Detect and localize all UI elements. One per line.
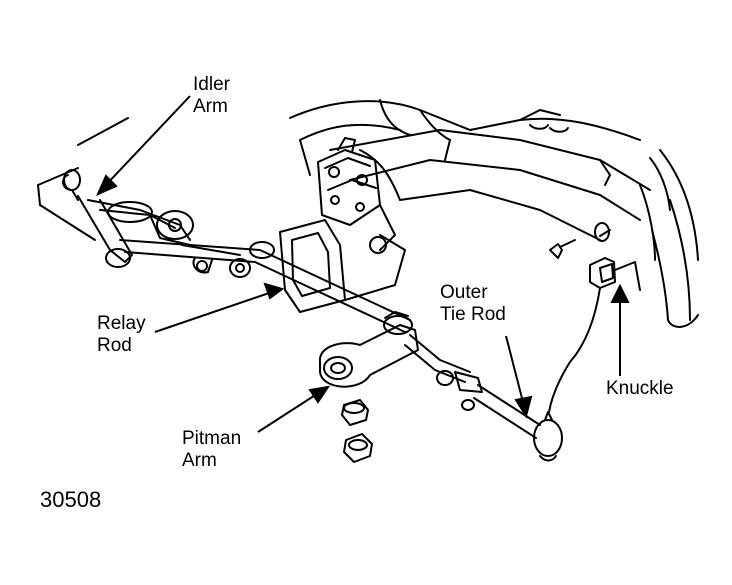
frame-crossmember (289, 99, 651, 241)
label-relay-rod: Relay Rod (97, 313, 146, 357)
label-relay-rod-line2: Rod (97, 335, 132, 356)
figure-number: 30508 (40, 487, 102, 512)
idler-arm-arrowhead (96, 174, 118, 196)
relay-rod-leader (154, 291, 273, 333)
label-relay-rod-line1: Relay (97, 313, 146, 334)
label-outer-tie-rod-line1: Outer (440, 282, 488, 303)
pitman-nut (341, 399, 373, 463)
pitman-arm-leader (257, 391, 321, 433)
frame-rail-left (37, 117, 129, 241)
pitman-arm-arrowhead (308, 385, 331, 404)
label-idler-arm-line2: Arm (193, 96, 228, 117)
label-outer-tie-rod-line2: Tie Rod (440, 304, 506, 325)
label-pitman-arm-line1: Pitman (182, 428, 242, 449)
label-knuckle: Knuckle (606, 378, 674, 400)
inner-tie-rod (404, 334, 483, 411)
knuckle-arrowhead (610, 283, 630, 303)
steering-gear (317, 137, 396, 251)
label-outer-tie-rod: Outer Tie Rod (440, 282, 506, 326)
relay-rod-arrowhead (263, 282, 285, 300)
relay-rod (119, 239, 411, 333)
idler-arm-leader (103, 95, 191, 188)
steering-knuckle (548, 149, 699, 413)
pitman-arm (318, 311, 419, 388)
outer-tie-rod-arrowhead (514, 395, 533, 419)
label-idler-arm-line1: Idler (193, 74, 230, 95)
label-pitman-arm-line2: Arm (182, 450, 217, 471)
idler-arm (62, 169, 194, 268)
label-knuckle-text: Knuckle (606, 378, 674, 399)
mounting-bracket (279, 219, 406, 313)
label-pitman-arm: Pitman Arm (182, 428, 241, 472)
label-idler-arm: Idler Arm (193, 74, 230, 118)
outer-tie-rod (473, 384, 563, 462)
outer-tie-rod-leader (505, 335, 525, 407)
